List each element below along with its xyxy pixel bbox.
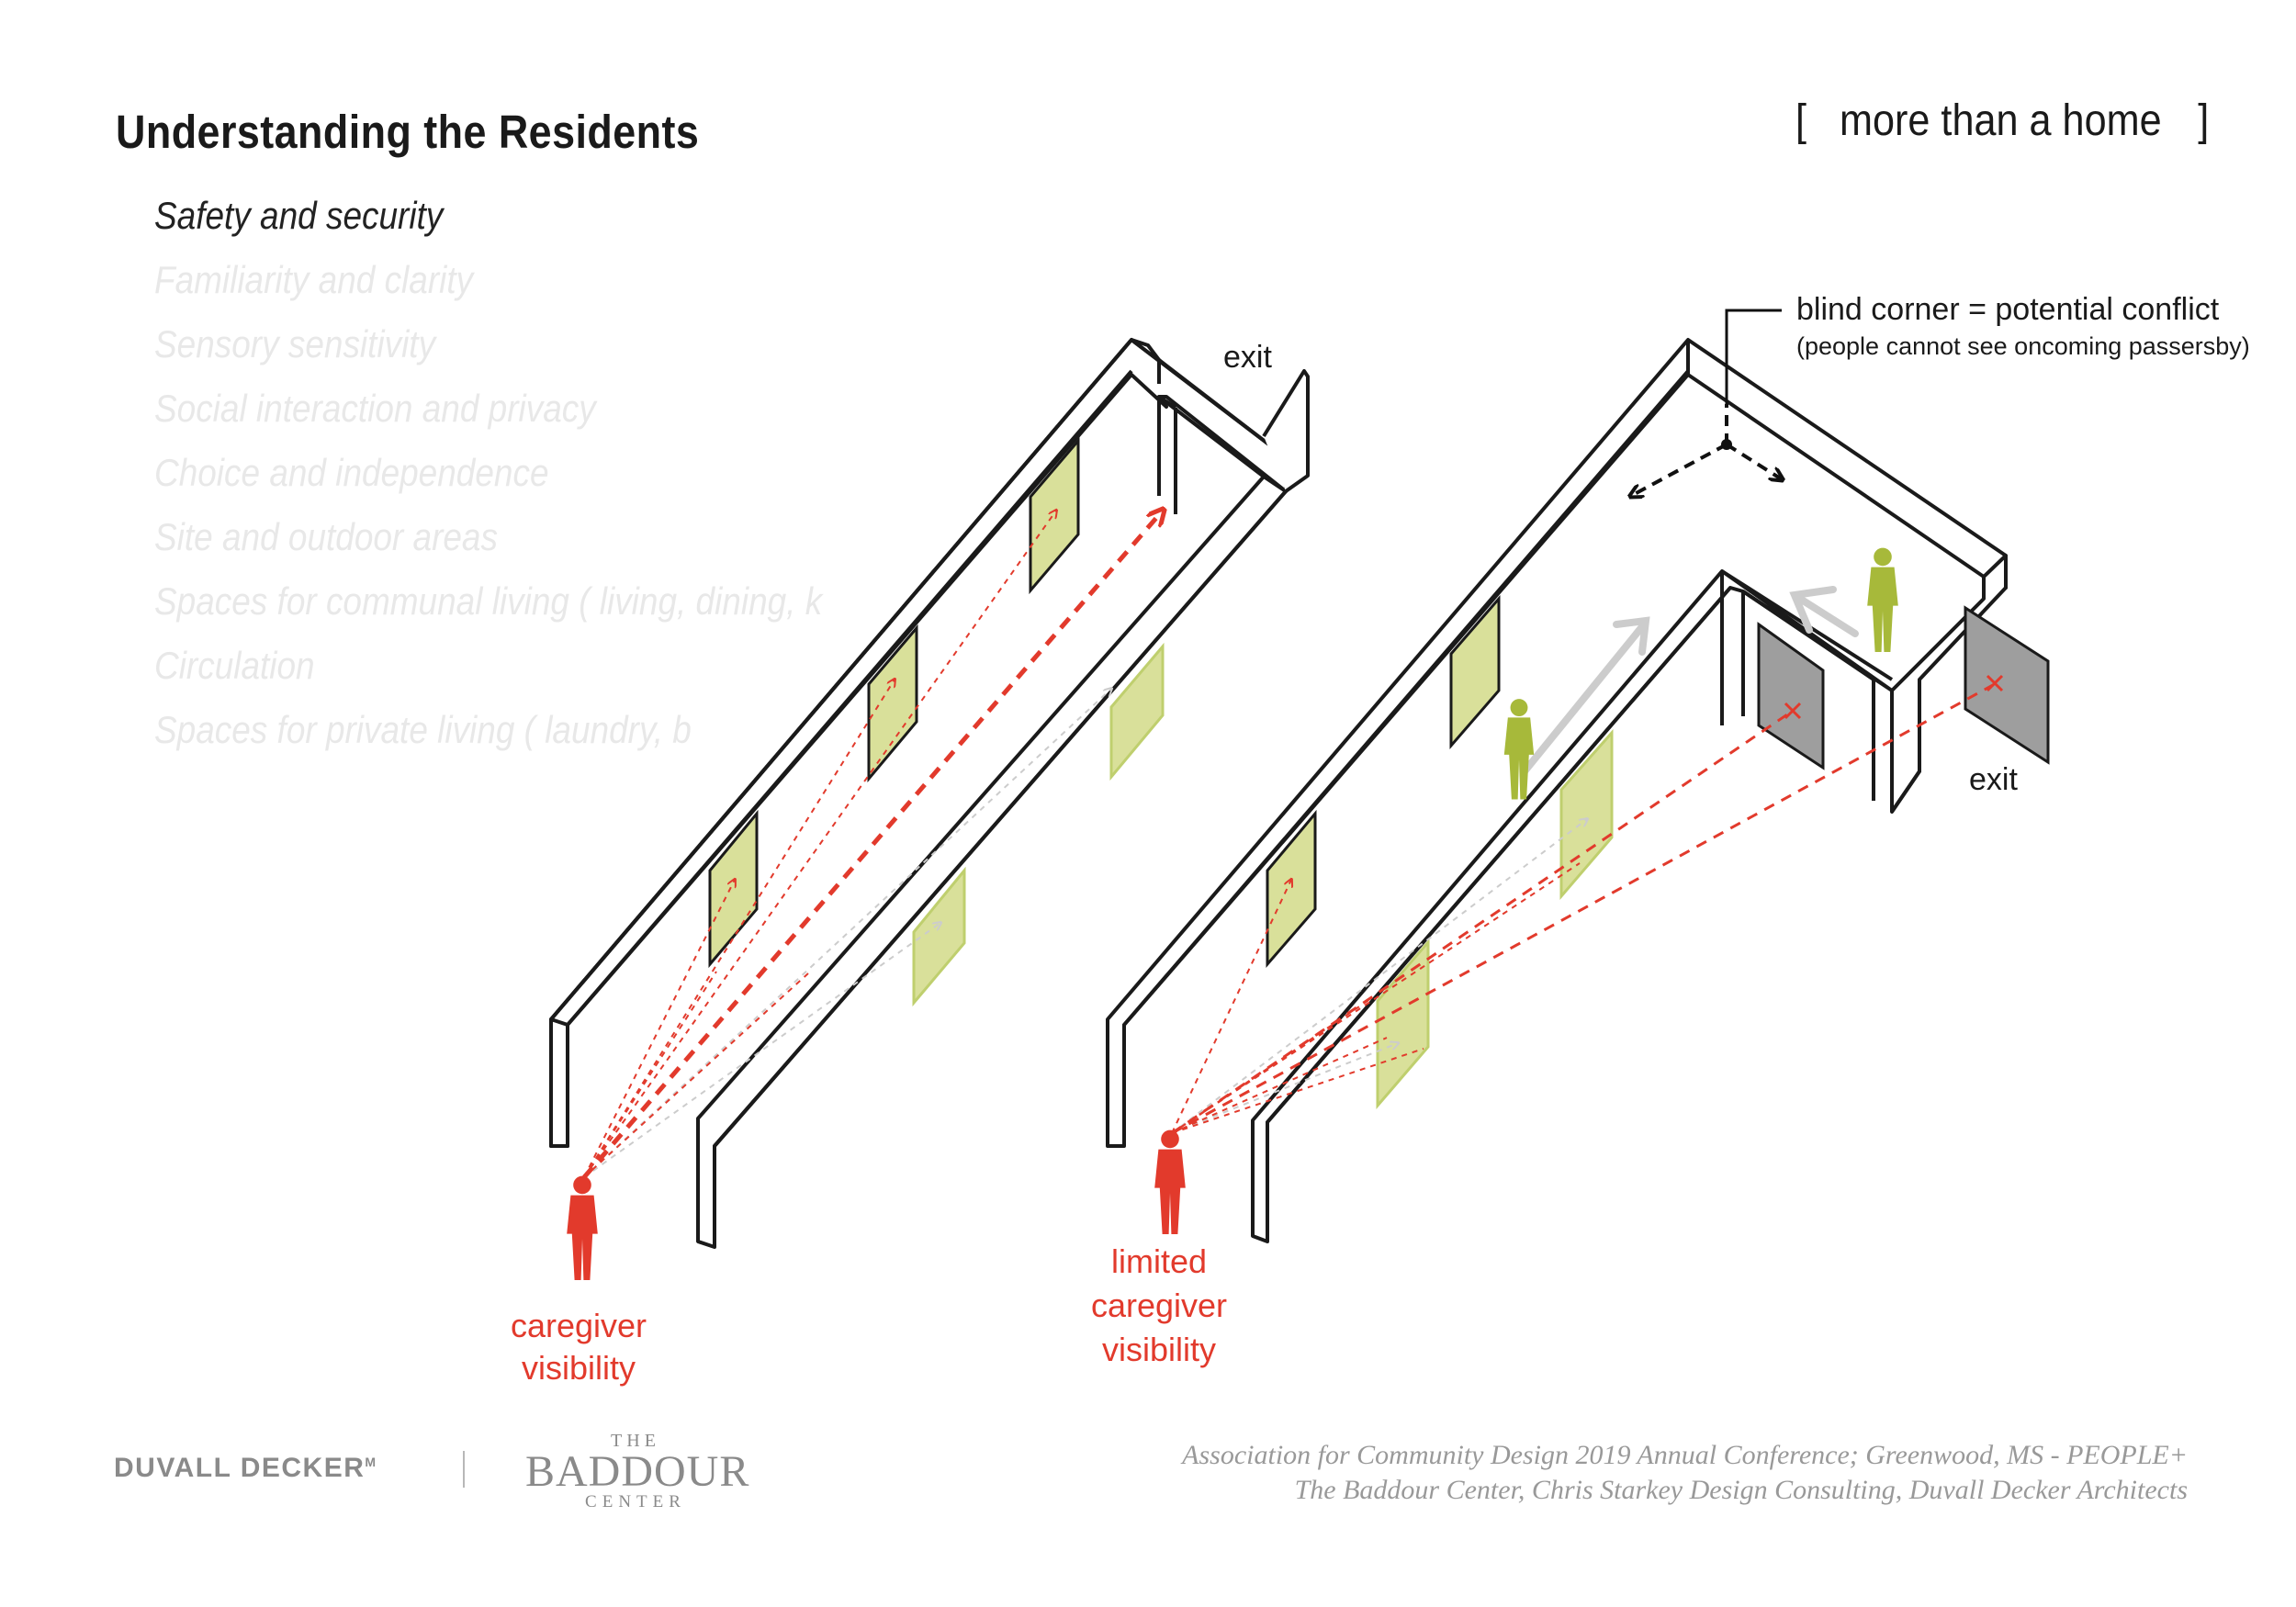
duvall-decker-mark: M bbox=[365, 1455, 377, 1469]
movement-arrow-left bbox=[1796, 595, 1859, 637]
page-title: Understanding the Residents bbox=[116, 106, 700, 158]
footer-credits: Association for Community Design 2019 An… bbox=[1182, 1438, 2188, 1508]
topic-list: Safety and security Familiarity and clar… bbox=[154, 184, 917, 762]
baddour-center: CENTER bbox=[585, 1492, 686, 1511]
right-door-2 bbox=[1449, 594, 1501, 750]
right-exit-door bbox=[1964, 605, 2050, 765]
blocked-view-marks bbox=[1784, 674, 2004, 720]
left-caption-line1: caregiver bbox=[511, 1307, 647, 1344]
left-door-5 bbox=[1109, 642, 1165, 781]
topic-item-social[interactable]: Social interaction and privacy bbox=[154, 387, 596, 430]
blind-corner-marker bbox=[1631, 404, 1782, 496]
left-sightlines bbox=[582, 511, 1163, 1179]
right-caption-line1: limited bbox=[1111, 1242, 1207, 1280]
blind-corner-dot bbox=[1721, 439, 1732, 450]
right-door-3 bbox=[1376, 938, 1430, 1110]
topic-item-communal[interactable]: Spaces for communal living ( living, din… bbox=[154, 579, 823, 623]
topic-item-choice[interactable]: Choice and independence bbox=[154, 451, 549, 494]
right-door-1 bbox=[1266, 809, 1317, 969]
left-doors bbox=[708, 436, 1165, 1007]
tagline: [ more than a home] bbox=[1795, 96, 2209, 146]
right-caption-line3: visibility bbox=[1102, 1331, 1216, 1368]
tagline-close-bracket: ] bbox=[2198, 96, 2210, 145]
topic-item-private[interactable]: Spaces for private living ( laundry, b bbox=[154, 708, 692, 751]
baddour-the: THE bbox=[611, 1431, 660, 1451]
right-corridor bbox=[1106, 338, 2008, 1243]
left-upper-wall-face bbox=[549, 1017, 569, 1148]
topic-item-safety[interactable]: Safety and security bbox=[154, 194, 444, 237]
resident-figure-1 bbox=[1503, 699, 1535, 800]
baddour-wordmark: BADDOUR bbox=[525, 1447, 750, 1496]
right-door-4 bbox=[1559, 729, 1614, 901]
callout-title: blind corner = potential conflict bbox=[1796, 292, 2220, 327]
blocked-x-icon-2 bbox=[1986, 674, 2004, 692]
left-caregiver-figure bbox=[567, 1175, 598, 1280]
left-door-1 bbox=[708, 809, 759, 969]
callout-leader bbox=[1725, 309, 1782, 404]
left-caption-line2: visibility bbox=[522, 1349, 636, 1387]
right-caregiver-figure bbox=[1154, 1129, 1186, 1234]
right-caption-line2: caregiver bbox=[1091, 1287, 1227, 1324]
duvall-decker-wordmark: DUVALL DECKER bbox=[114, 1453, 366, 1483]
topic-item-circulation[interactable]: Circulation bbox=[154, 644, 315, 687]
baddour-center-logo: THE BADDOUR CENTER bbox=[525, 1431, 750, 1512]
left-exit-label: exit bbox=[1223, 340, 1272, 375]
credit-line-2: The Baddour Center, Chris Starkey Design… bbox=[1294, 1475, 2188, 1505]
duvall-decker-logo: DUVALL DECKERM bbox=[114, 1453, 377, 1484]
movement-arrow-up bbox=[1521, 621, 1648, 775]
right-door-5 bbox=[1757, 622, 1825, 770]
right-sightlines bbox=[1171, 683, 1994, 1135]
right-doors bbox=[1266, 594, 2050, 1110]
footer-divider bbox=[463, 1451, 465, 1488]
left-corridor bbox=[549, 338, 1310, 1249]
tagline-text: more than a home bbox=[1840, 96, 2162, 145]
credit-line-1: Association for Community Design 2019 An… bbox=[1182, 1440, 2188, 1470]
topic-item-familiarity[interactable]: Familiarity and clarity bbox=[154, 258, 474, 301]
left-door-4 bbox=[912, 866, 966, 1007]
resident-movement-arrows bbox=[1521, 586, 1859, 775]
topic-item-site[interactable]: Site and outdoor areas bbox=[154, 515, 498, 558]
left-door-2 bbox=[867, 624, 918, 783]
resident-figure-2 bbox=[1867, 547, 1898, 652]
topic-item-sensory[interactable]: Sensory sensitivity bbox=[154, 322, 436, 365]
blocked-x-icon bbox=[1784, 702, 1802, 720]
right-upper-wall bbox=[1106, 338, 2008, 1148]
tagline-open-bracket: [ bbox=[1795, 96, 1807, 145]
callout-note: (people cannot see oncoming passersby) bbox=[1796, 332, 2250, 360]
right-exit-label: exit bbox=[1969, 762, 2018, 797]
